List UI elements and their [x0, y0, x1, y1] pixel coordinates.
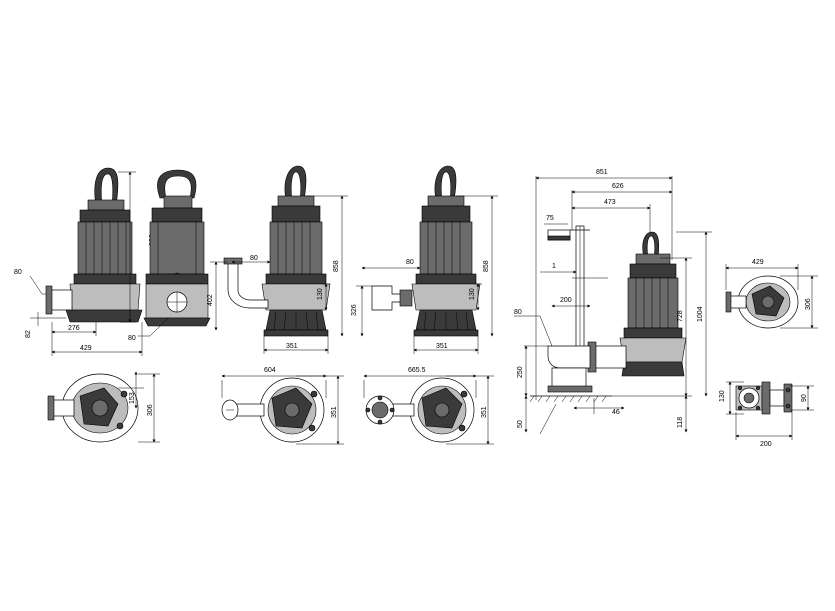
dim-250: 250: [517, 366, 524, 378]
dim-728: 728: [677, 310, 684, 322]
dim-200-right: 200: [760, 441, 772, 448]
dim-306-right: 306: [805, 298, 812, 310]
dim-bot3: 665.5 351: [363, 367, 494, 445]
pump-view-4: [371, 165, 481, 337]
dim-bot2: 604 351: [221, 367, 344, 445]
dim-flange: 130 90 200: [719, 381, 814, 448]
pump-view-2: [143, 169, 211, 327]
plan-view-3: [365, 377, 475, 443]
dim-130-right: 130: [719, 390, 726, 402]
dim-v4: 858 130 326 80 351: [351, 195, 498, 354]
dim-858: 858: [333, 260, 340, 272]
dim-130: 130: [317, 288, 324, 300]
dim-326: 326: [351, 304, 358, 316]
dim-429-right: 429: [752, 259, 764, 266]
dim-v3: 858 130 402 80 351: [207, 195, 348, 354]
dim-80-pipe-b: 80: [406, 259, 414, 266]
dim-75: 75: [546, 215, 554, 222]
dim-bot1: 153 306: [118, 371, 160, 443]
dim-351-plan: 351: [331, 406, 338, 418]
dim-429: 429: [80, 345, 92, 352]
dim-276: 276: [68, 325, 80, 332]
dim-1: 1: [552, 263, 556, 270]
dim-351-plan-b: 351: [481, 406, 488, 418]
floor-hatch: [529, 395, 607, 403]
dim-80-big: 80: [514, 309, 522, 316]
dim-82: 82: [25, 330, 32, 338]
installation-view: [529, 225, 687, 403]
dim-80: 80: [14, 269, 22, 276]
dim-351: 351: [286, 343, 298, 350]
plan-view-2: [221, 377, 325, 443]
dim-306: 306: [147, 404, 154, 416]
dim-installation: 851 626 473 75 1 200 80 250 50 46 728 10…: [514, 169, 712, 435]
dim-858-b: 858: [483, 260, 490, 272]
plan-view-1: [47, 373, 139, 443]
dim-90-right: 90: [801, 394, 808, 402]
dim-50: 50: [517, 420, 524, 428]
dim-46: 46: [612, 409, 620, 416]
plan-view-right: [725, 275, 799, 329]
dim-v2: 80: [128, 317, 169, 342]
dim-right-plan: 429 306: [725, 259, 818, 329]
dim-80-pipe: 80: [250, 255, 258, 262]
dim-402: 402: [207, 294, 214, 306]
flange-view: [735, 381, 793, 415]
pump-view-3: [223, 165, 331, 337]
dim-153: 153: [129, 392, 136, 404]
dim-80-front: 80: [128, 335, 136, 342]
dim-626: 626: [612, 183, 624, 190]
dim-1004: 1004: [697, 306, 704, 322]
pump-view-1: [45, 167, 143, 323]
dim-351-b: 351: [436, 343, 448, 350]
dim-851: 851: [596, 169, 608, 176]
dim-118: 118: [677, 417, 684, 428]
dim-665-5: 665.5: [408, 367, 426, 374]
dim-130-b: 130: [469, 288, 476, 300]
dim-604: 604: [264, 367, 276, 374]
dim-200: 200: [560, 297, 572, 304]
dim-473: 473: [604, 199, 616, 206]
